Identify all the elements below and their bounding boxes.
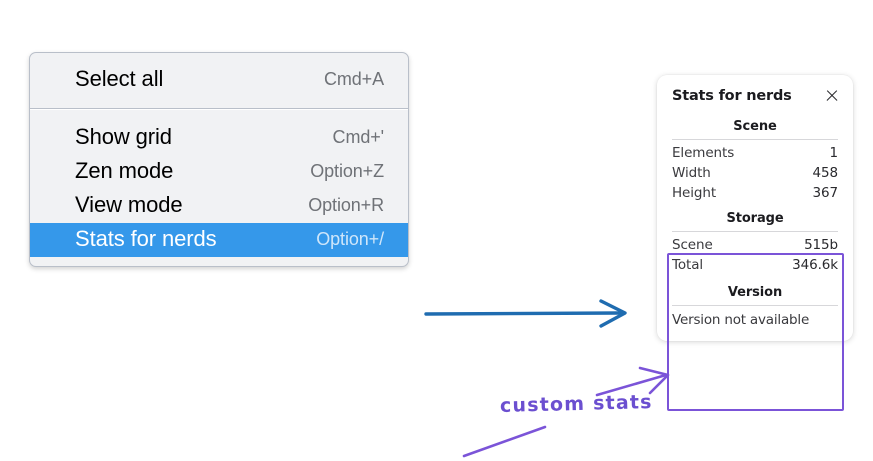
menu-item-show-grid[interactable]: Show grid Cmd+' — [30, 121, 408, 155]
stat-key: Width — [672, 165, 711, 181]
group-rule — [672, 305, 838, 306]
stat-key: Total — [672, 257, 704, 273]
menu-item-label: Zen mode — [75, 158, 174, 183]
menu-section-1: Select all Cmd+A — [30, 53, 408, 108]
stats-group-scene: Scene Elements 1 Width 458 Height 367 — [668, 118, 842, 203]
stat-key: Elements — [672, 145, 735, 161]
menu-section-2: Show grid Cmd+' Zen mode Option+Z View m… — [30, 110, 408, 266]
menu-item-label: Stats for nerds — [75, 226, 217, 251]
stats-for-nerds-panel: Stats for nerds Scene Elements 1 Width 4… — [657, 75, 853, 341]
stat-row-storage-scene: Scene 515b — [672, 235, 838, 255]
panel-header: Stats for nerds — [668, 86, 842, 104]
stat-row-height: Height 367 — [672, 183, 838, 203]
stats-group-version: Version Version not available — [668, 284, 842, 329]
stat-key: Height — [672, 185, 717, 201]
stat-value: 367 — [812, 185, 839, 201]
menu-item-shortcut: Cmd+A — [323, 68, 384, 89]
stat-value: 515b — [804, 237, 838, 253]
menu-item-label: Select all — [75, 66, 164, 91]
group-title-version: Version — [727, 285, 783, 300]
custom-stats-annotation-label: custom stats — [499, 391, 653, 417]
stat-value: 1 — [829, 145, 839, 161]
menu-item-select-all[interactable]: Select all Cmd+A — [30, 63, 408, 97]
menu-item-shortcut: Option+/ — [316, 228, 384, 249]
menu-item-shortcut: Cmd+' — [332, 126, 385, 147]
context-menu[interactable]: Select all Cmd+A Show grid Cmd+' Zen mod… — [29, 52, 409, 267]
blue-arrow-icon — [424, 299, 627, 328]
menu-item-view-mode[interactable]: View mode Option+R — [30, 189, 408, 223]
group-title-scene: Scene — [733, 119, 777, 134]
menu-item-shortcut: Option+Z — [310, 160, 384, 181]
menu-item-label: View mode — [75, 192, 183, 217]
group-rule — [672, 231, 838, 232]
stat-row-elements: Elements 1 — [672, 143, 838, 163]
stat-row-storage-total: Total 346.6k — [672, 255, 838, 275]
panel-title: Stats for nerds — [672, 88, 792, 104]
menu-item-label: Show grid — [75, 124, 172, 149]
group-title-storage: Storage — [726, 211, 784, 226]
stat-key: Scene — [672, 237, 713, 253]
stat-value: 458 — [812, 165, 839, 181]
menu-item-shortcut: Option+R — [308, 194, 384, 215]
purple-underline-stroke — [462, 425, 547, 458]
stat-row-width: Width 458 — [672, 163, 838, 183]
group-rule — [672, 139, 838, 140]
menu-item-stats-for-nerds[interactable]: Stats for nerds Option+/ — [30, 223, 408, 257]
stat-value: 346.6k — [792, 257, 838, 273]
menu-item-zen-mode[interactable]: Zen mode Option+Z — [30, 155, 408, 189]
stats-group-storage: Storage Scene 515b Total 346.6k — [668, 210, 842, 275]
menu-divider — [30, 108, 408, 110]
close-icon[interactable] — [824, 88, 840, 104]
version-not-available-text: Version not available — [672, 312, 810, 328]
